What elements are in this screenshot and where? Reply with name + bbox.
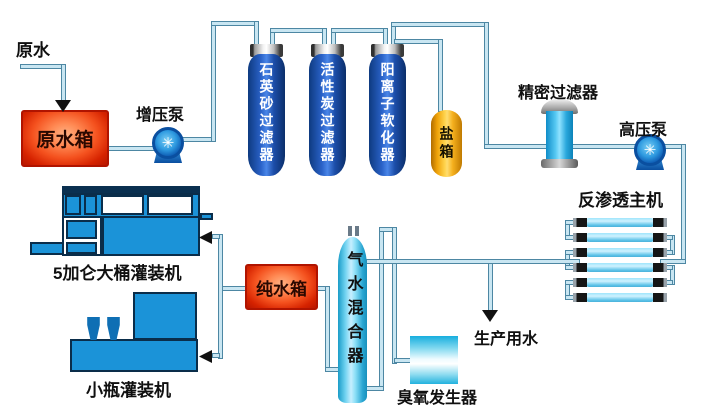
bottle-icon: [107, 317, 120, 340]
bottle-filler-label: 小瓶灌装机: [86, 381, 171, 400]
raw-water-tank-label: 原水箱: [36, 130, 94, 151]
ro-tube-end-cap: [653, 248, 667, 257]
pipe: [325, 286, 330, 372]
gallon-filler-left-arm: [30, 242, 65, 255]
flow-arrow-into-gallon-filler: [199, 231, 212, 244]
ro-tube-end-cap: [653, 263, 667, 272]
gas-water-mixer-label: 气水混合器: [344, 251, 362, 371]
bottle-filler-tower: [133, 292, 197, 340]
booster-pump-icon: ✳: [152, 127, 184, 159]
raw-water-tank: 原水箱: [21, 110, 109, 167]
pump-impeller-icon: ✳: [161, 134, 175, 152]
ro-tube-end-cap: [653, 278, 667, 287]
gallon-filler-pane: [84, 195, 97, 215]
pipe: [211, 21, 216, 142]
ro-tube-end-cap: [653, 293, 667, 302]
pipe: [20, 64, 66, 69]
gallon-filler-label: 5加仑大桶灌装机: [53, 264, 182, 283]
bottle-icon: [87, 317, 100, 340]
tank-cap: [371, 44, 404, 57]
mixer-top-port: [355, 226, 359, 236]
gallon-filler-top-bar: [62, 186, 200, 193]
ro-unit-label: 反渗透主机: [578, 191, 663, 210]
gallon-filler-pane: [65, 195, 81, 215]
pipe: [365, 386, 384, 391]
gallon-filler-window: [147, 195, 193, 215]
tank-cap: [250, 44, 283, 57]
ro-membrane-tube: [586, 278, 654, 287]
ro-membrane-tube: [586, 293, 654, 302]
ro-tube-end-cap: [573, 218, 587, 227]
precision-filter-body: [546, 111, 573, 161]
ro-tube-end-cap: [653, 218, 667, 227]
mixer-top-port: [348, 226, 352, 236]
high-pressure-pump-label: 高压泵: [619, 122, 668, 139]
cation-softener: 阳离子软化器: [369, 54, 406, 176]
pipe: [681, 144, 686, 264]
ro-tube-end-cap: [573, 293, 587, 302]
precision-filter-label: 精密过滤器: [518, 85, 599, 102]
pure-water-tank: 纯水箱: [245, 264, 318, 310]
pure-water-tank-label: 纯水箱: [256, 279, 307, 299]
pipe: [392, 227, 397, 364]
tank-cap: [311, 44, 344, 57]
pump-impeller-icon: ✳: [643, 141, 657, 159]
ro-tube-end-cap: [573, 278, 587, 287]
ro-membrane-tube: [586, 233, 654, 242]
pipe: [331, 28, 388, 33]
pipe: [220, 286, 247, 291]
pipe: [391, 22, 489, 27]
pipe: [488, 262, 493, 312]
pipe: [218, 234, 223, 359]
salt-tank: 盐箱: [431, 110, 462, 177]
quartz-sand-filter-label: 石英砂过滤器: [258, 62, 275, 164]
ro-tube-end-cap: [573, 233, 587, 242]
pipe: [270, 28, 327, 33]
pipe: [108, 146, 158, 151]
pipe: [379, 227, 384, 391]
production-water-label: 生产用水: [474, 331, 539, 348]
ro-membrane-tube: [586, 218, 654, 227]
flow-arrow-into-bottle-filler: [199, 350, 212, 363]
gallon-filler-right-tab: [200, 213, 213, 220]
quartz-sand-filter: 石英砂过滤器: [248, 54, 285, 176]
ro-membrane-tube: [586, 263, 654, 272]
booster-pump-label: 增压泵: [136, 107, 185, 124]
pipe: [212, 353, 220, 358]
gas-water-mixer: 气水混合器: [338, 237, 367, 403]
salt-tank-label: 盐箱: [438, 125, 455, 162]
cation-softener-label: 阳离子软化器: [379, 62, 396, 164]
raw-water-label: 原水: [16, 41, 50, 60]
ro-membrane-tube: [586, 248, 654, 257]
gallon-filler-cabinet-box: [66, 220, 97, 239]
pipe: [438, 39, 443, 112]
bottle-filler-base: [70, 339, 198, 372]
pipe: [211, 21, 259, 26]
pipe: [484, 22, 489, 149]
gallon-filler-window: [101, 195, 144, 215]
gallon-filler-cabinet-box: [66, 242, 97, 254]
flow-arrow-production-water: [482, 310, 498, 322]
pipe: [366, 259, 580, 264]
activated-carbon-filter: 活性炭过滤器: [309, 54, 346, 176]
high-pressure-pump-icon: ✳: [634, 134, 666, 166]
precision-filter-top-cap: [541, 99, 578, 114]
ro-tube-end-cap: [573, 248, 587, 257]
precision-filter-bottom-cap: [541, 159, 578, 168]
ozone-generator: [410, 336, 458, 384]
activated-carbon-filter-label: 活性炭过滤器: [319, 62, 336, 164]
gallon-filler-body: [102, 216, 200, 256]
pipe: [660, 259, 686, 264]
pipe: [61, 64, 66, 106]
ro-tube-end-cap: [653, 233, 667, 242]
pipe: [212, 234, 220, 239]
ro-tube-end-cap: [573, 263, 587, 272]
ozone-generator-label: 臭氧发生器: [397, 390, 478, 407]
